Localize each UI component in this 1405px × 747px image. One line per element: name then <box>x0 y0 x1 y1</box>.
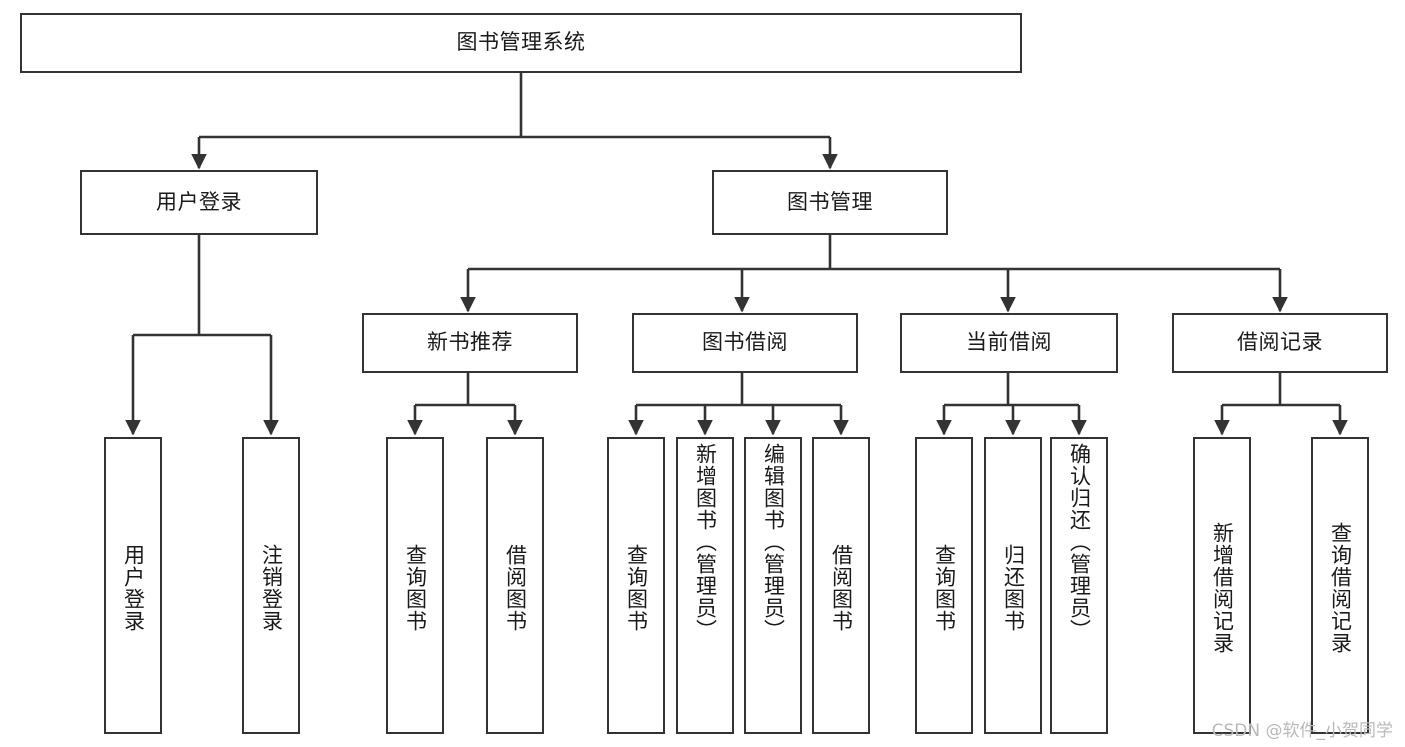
node-leaf-confirm-return-label: 确认归还（管理员） <box>1067 443 1092 641</box>
node-leaf-borrow-book-2[interactable]: 借阅图书 <box>812 437 870 734</box>
node-leaf-user-logout[interactable]: 注销登录 <box>242 437 300 734</box>
node-leaf-confirm-return[interactable]: 确认归还（管理员） <box>1050 437 1108 734</box>
node-leaf-add-record[interactable]: 新增借阅记录 <box>1193 437 1251 734</box>
node-book-borrow[interactable]: 图书借阅 <box>632 313 858 373</box>
node-borrow-record-label: 借阅记录 <box>1237 330 1323 355</box>
node-book-manage[interactable]: 图书管理 <box>712 170 948 235</box>
node-user-login[interactable]: 用户登录 <box>80 170 318 235</box>
node-leaf-add-book-label: 新增图书（管理员） <box>693 443 718 641</box>
node-leaf-add-book[interactable]: 新增图书（管理员） <box>676 437 734 734</box>
node-user-login-label: 用户登录 <box>156 189 242 214</box>
node-leaf-edit-book[interactable]: 编辑图书（管理员） <box>744 437 802 734</box>
node-leaf-query-book-1[interactable]: 查询图书 <box>386 437 444 734</box>
node-new-book-recommend-label: 新书推荐 <box>427 330 513 355</box>
node-new-book-recommend[interactable]: 新书推荐 <box>362 313 578 373</box>
node-current-borrow-label: 当前借阅 <box>966 330 1052 355</box>
node-leaf-query-book-1-label: 查询图书 <box>403 543 428 632</box>
node-leaf-user-login-label: 用户登录 <box>121 543 146 632</box>
node-book-manage-label: 图书管理 <box>787 189 873 214</box>
node-leaf-borrow-book-1[interactable]: 借阅图书 <box>486 437 544 734</box>
node-leaf-query-book-2[interactable]: 查询图书 <box>607 437 665 734</box>
node-leaf-user-login[interactable]: 用户登录 <box>104 437 162 734</box>
node-current-borrow[interactable]: 当前借阅 <box>900 313 1118 373</box>
node-root-label: 图书管理系统 <box>456 30 586 55</box>
node-leaf-return-book-label: 归还图书 <box>1001 543 1026 632</box>
node-leaf-query-record[interactable]: 查询借阅记录 <box>1311 437 1369 734</box>
node-leaf-return-book[interactable]: 归还图书 <box>984 437 1042 734</box>
node-leaf-query-book-3[interactable]: 查询图书 <box>915 437 973 734</box>
node-root[interactable]: 图书管理系统 <box>20 13 1022 73</box>
node-leaf-borrow-book-2-label: 借阅图书 <box>829 543 854 632</box>
node-leaf-add-record-label: 新增借阅记录 <box>1210 521 1235 654</box>
watermark-text: CSDN @软件_小贺同学 <box>1211 721 1393 741</box>
node-borrow-record[interactable]: 借阅记录 <box>1172 313 1388 373</box>
node-book-borrow-label: 图书借阅 <box>702 330 788 355</box>
node-leaf-query-book-2-label: 查询图书 <box>624 543 649 632</box>
node-leaf-user-logout-label: 注销登录 <box>259 543 284 632</box>
node-leaf-query-record-label: 查询借阅记录 <box>1328 521 1353 654</box>
node-leaf-borrow-book-1-label: 借阅图书 <box>503 543 528 632</box>
node-leaf-query-book-3-label: 查询图书 <box>932 543 957 632</box>
node-leaf-edit-book-label: 编辑图书（管理员） <box>761 443 786 641</box>
